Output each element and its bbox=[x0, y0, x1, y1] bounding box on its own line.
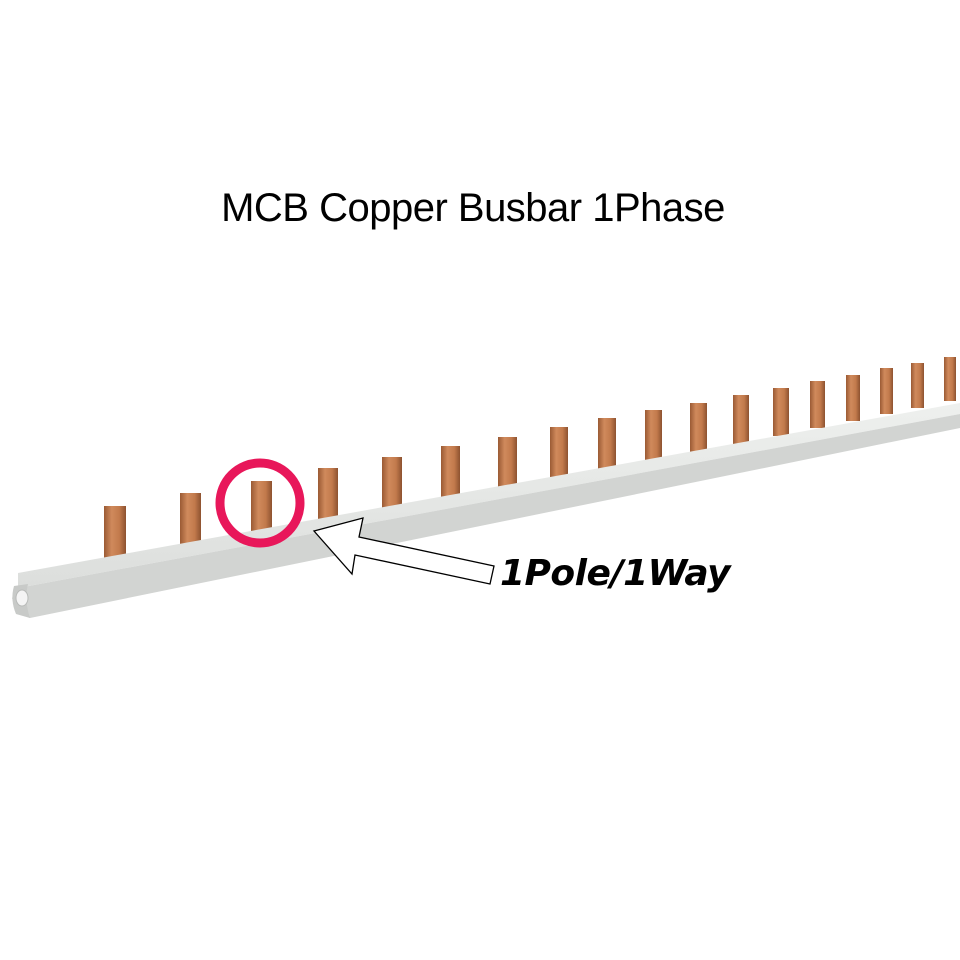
outline-arrow-left-icon bbox=[312, 517, 495, 585]
callout-label: 1Pole/1Way bbox=[500, 553, 731, 594]
product-title: MCB Copper Busbar 1Phase bbox=[0, 186, 960, 231]
busbar-insulation bbox=[12, 403, 960, 618]
product-title-text: MCB Copper Busbar 1Phase bbox=[221, 186, 725, 230]
copper-pins bbox=[104, 357, 956, 562]
highlight-circle bbox=[215, 458, 305, 548]
